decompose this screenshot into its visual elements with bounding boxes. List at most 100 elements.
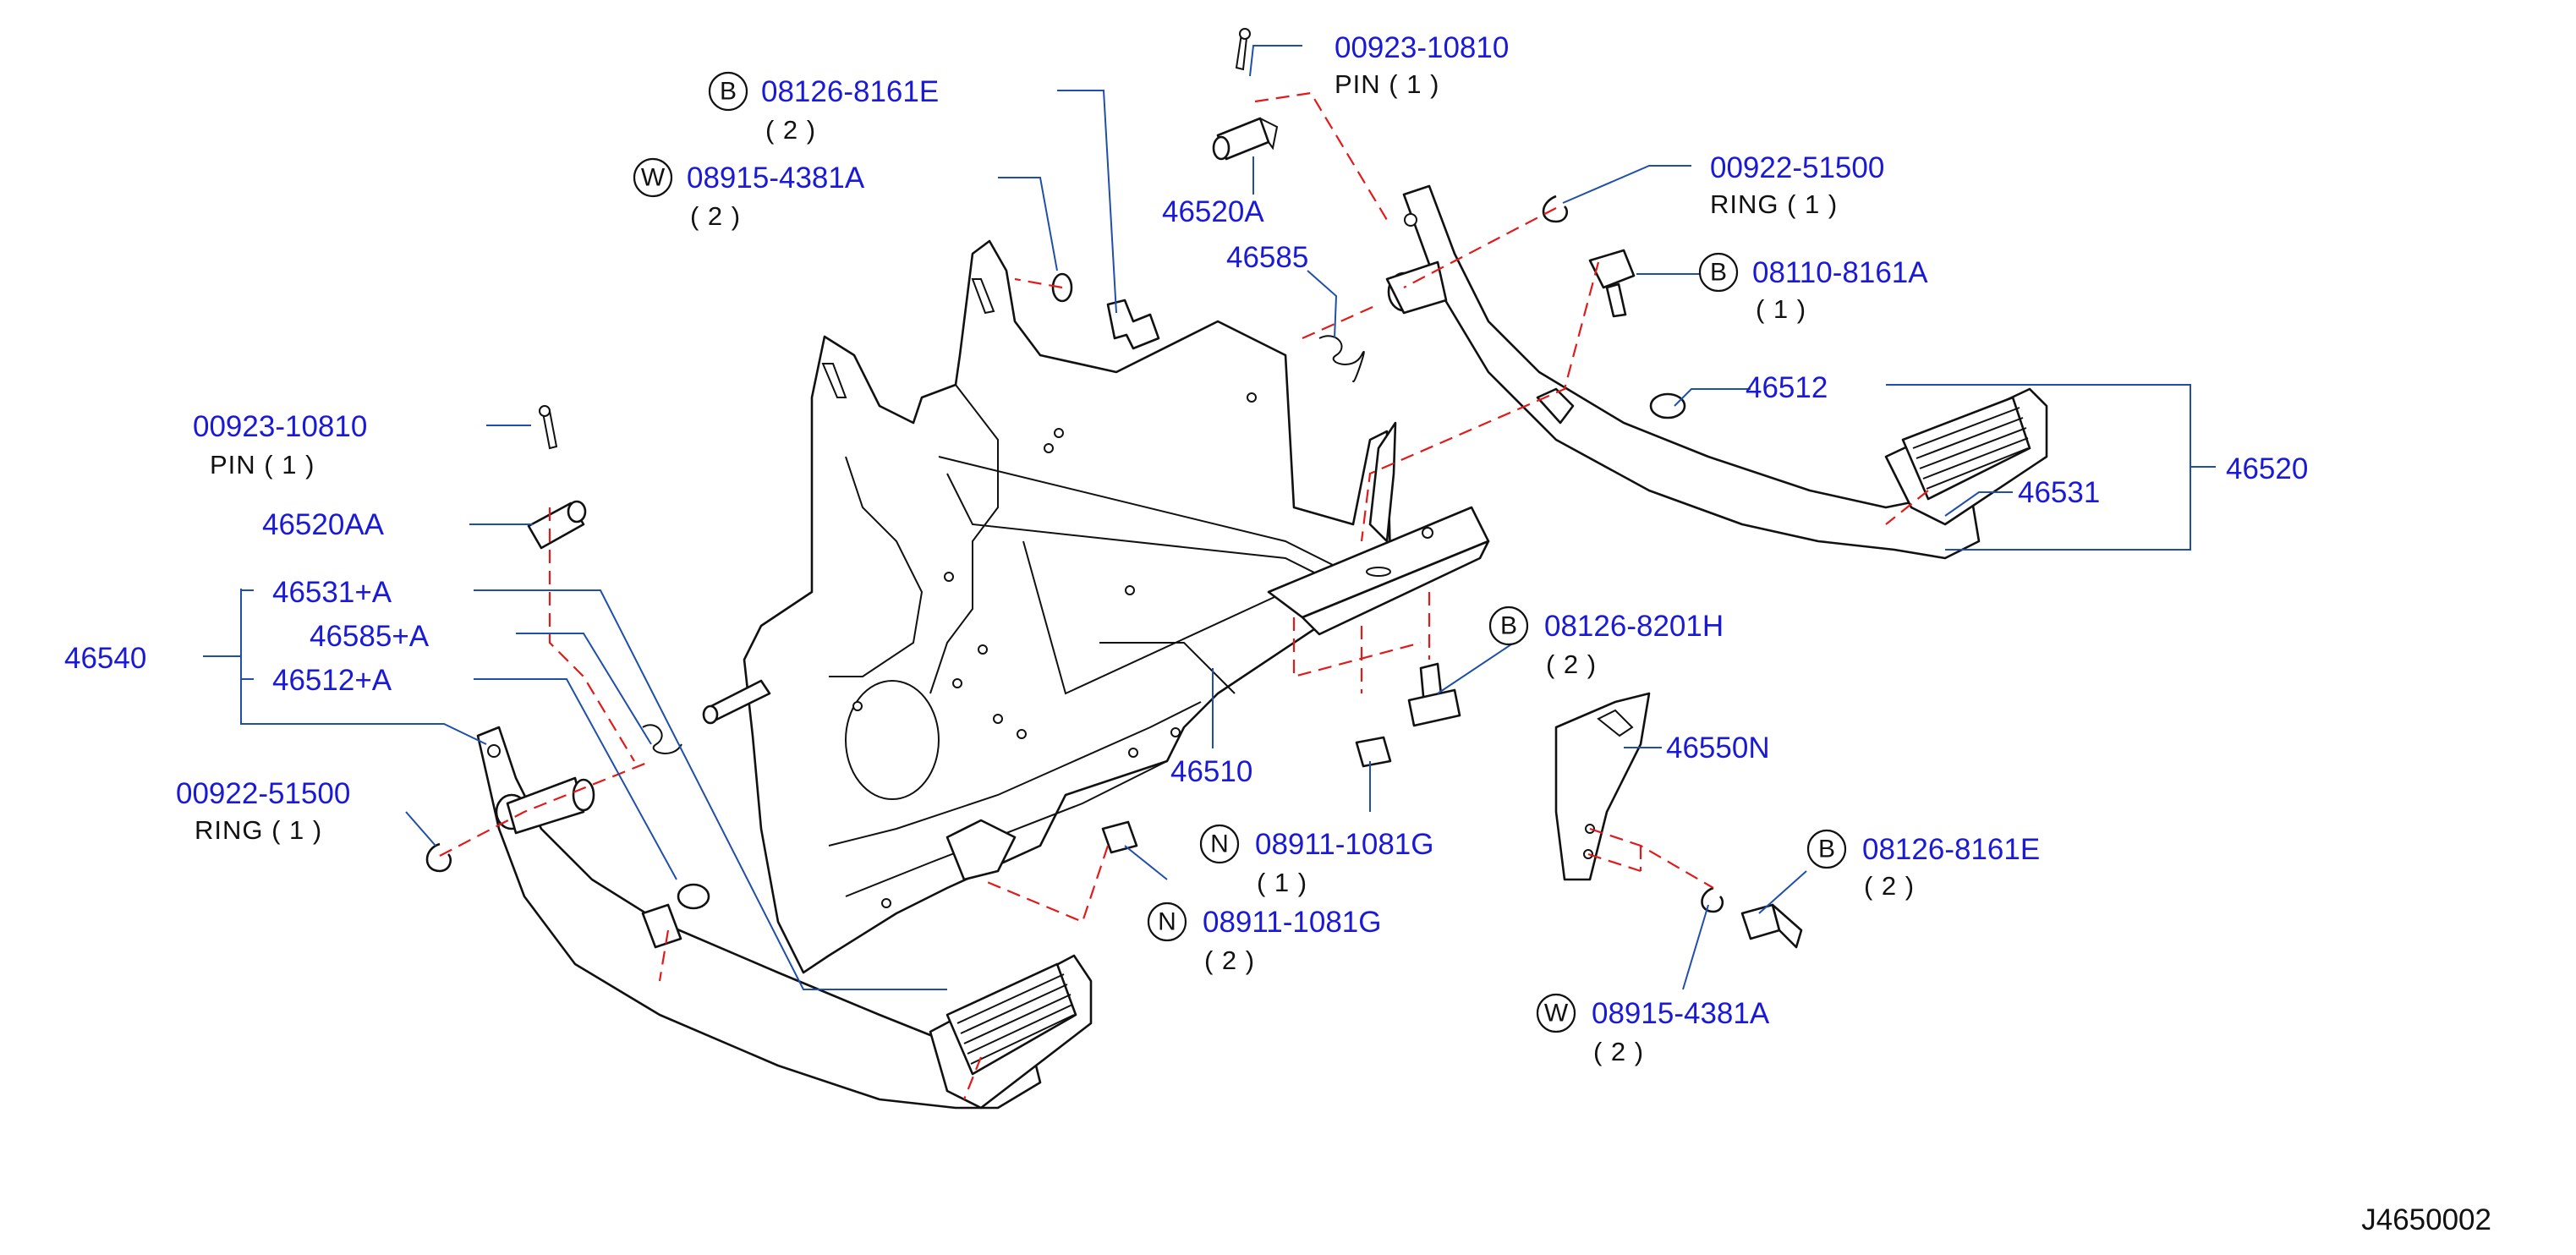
quantity: ( 2 ) [765, 115, 816, 145]
part-number: 46585+A [310, 620, 430, 653]
badge-n [1199, 824, 1240, 864]
pedal-pad-tread-left [956, 973, 1075, 1065]
badge-letter: B [720, 78, 737, 106]
quantity: RING ( 1 ) [1710, 189, 1838, 219]
quantity: ( 2 ) [1546, 649, 1597, 679]
callout-c8: 46512 [1746, 371, 1828, 404]
quantity: ( 2 ) [1864, 871, 1915, 901]
badge-letter: N [1158, 908, 1176, 936]
support-plate [1267, 506, 1490, 636]
part-number: 00923-10810 [193, 410, 367, 443]
cotter-pin-left [539, 405, 558, 450]
callout-c7: B 08110-8161A ( 1 ) [1698, 252, 1928, 324]
bolt-08126-8201H [1407, 662, 1461, 727]
badge-letter: B [1500, 612, 1517, 640]
quantity: ( 1 ) [1257, 868, 1307, 897]
part-number: 46520AA [262, 508, 385, 541]
callout-c18: 46510 [1170, 755, 1252, 788]
callout-c11: 00923-10810 PIN ( 1 ) [193, 410, 367, 480]
part-number: 08126-8201H [1544, 610, 1724, 643]
part-number: 46510 [1170, 755, 1252, 788]
part-number: 46512 [1746, 371, 1828, 404]
badge-b [708, 71, 748, 112]
callout-c6: 00922-51500 RING ( 1 ) [1710, 151, 1884, 219]
quantity: RING ( 1 ) [195, 815, 322, 845]
part-number: 08126-8161E [761, 75, 939, 108]
return-spring-left [642, 724, 682, 754]
nut-08911-b [1101, 820, 1138, 854]
callout-c20: 00922-51500 RING ( 1 ) [176, 777, 350, 845]
callout-c23: B 08126-8161E ( 2 ) [1806, 829, 2040, 901]
part-number: 08915-4381A [1592, 997, 1770, 1030]
badge-b [1806, 829, 1847, 869]
cotter-pin-top [1235, 28, 1251, 71]
callout-c10: 46531 [2018, 476, 2100, 509]
clip-ring-2040 [1701, 886, 1724, 913]
callout-c4: 46520A [1162, 195, 1264, 228]
part-number: 08126-8161E [1862, 833, 2040, 866]
part-number: 08915-4381A [687, 162, 865, 195]
bolt-08110 [1588, 249, 1636, 318]
clevis-pin-46520AA [527, 500, 587, 550]
quantity: ( 2 ) [690, 201, 741, 231]
callout-c14: 46585+A [310, 620, 430, 653]
parts-illustration [425, 28, 2048, 1110]
quantity: ( 1 ) [1756, 294, 1806, 324]
badge-b [1698, 252, 1739, 293]
badge-letter: N [1210, 830, 1229, 858]
callout-c17: B 08126-8201H ( 2 ) [1488, 606, 1724, 679]
nut-08911-a [1355, 736, 1392, 768]
callout-c24: W 08915-4381A ( 2 ) [1536, 993, 1770, 1066]
callout-c22: N 08911-1081G ( 2 ) [1147, 902, 1381, 975]
part-number: 46540 [64, 642, 146, 675]
badge-letter: W [1544, 1000, 1569, 1028]
return-spring-right [1318, 335, 1365, 383]
part-number: 00923-10810 [1335, 31, 1509, 64]
callout-c5: 46585 [1226, 241, 1308, 274]
part-number: 46531+A [272, 576, 392, 609]
part-number: 08911-1081G [1255, 828, 1433, 861]
clip-ring-left [425, 842, 452, 873]
part-number: 46550N [1666, 732, 1770, 765]
badge-w [633, 157, 673, 198]
callout-c16: 46540 [64, 642, 146, 675]
leader-lines [203, 45, 2216, 990]
clevis-pin-46520A [1212, 117, 1279, 161]
badge-w [1536, 993, 1576, 1033]
bolt-top [1106, 299, 1160, 350]
badge-b [1488, 606, 1529, 646]
bolt-lower-right [1740, 903, 1803, 949]
part-number: 00922-51500 [176, 777, 350, 810]
callout-c19: 46550N [1666, 732, 1770, 765]
callout-c12: 46520AA [262, 508, 385, 541]
badge-letter: B [1710, 259, 1727, 287]
badge-letter: B [1818, 836, 1835, 863]
callout-c15: 46512+A [272, 664, 392, 697]
pedal-arm-46520 [1385, 184, 2048, 560]
part-number: 46520 [2226, 452, 2308, 485]
callout-c2: W 08915-4381A ( 2 ) [633, 157, 865, 231]
pedal-arm-46540 [476, 726, 1093, 1110]
pivot-shaft-left [702, 679, 771, 725]
callout-c1: B 08126-8161E ( 2 ) [708, 71, 939, 145]
pedal-pad-tread-right [1912, 407, 2029, 490]
badge-n [1147, 902, 1187, 942]
part-number: 08911-1081G [1203, 906, 1381, 939]
quantity: ( 2 ) [1204, 945, 1255, 975]
diagram-reference: J4650002 [2361, 1203, 2491, 1236]
quantity: ( 2 ) [1593, 1037, 1644, 1066]
part-number: 46512+A [272, 664, 392, 697]
stopper-bracket-46550N [1554, 692, 1651, 881]
callout-c13: 46531+A [272, 576, 392, 609]
part-number: 46585 [1226, 241, 1308, 274]
callout-c9: 46520 [2226, 452, 2308, 485]
part-number: 08110-8161A [1752, 256, 1928, 289]
quantity: PIN ( 1 ) [1335, 69, 1439, 99]
part-number: 46520A [1162, 195, 1264, 228]
quantity: PIN ( 1 ) [210, 450, 315, 480]
callout-c21: N 08911-1081G ( 1 ) [1199, 824, 1433, 897]
part-number: 00922-51500 [1710, 151, 1884, 184]
badge-letter: W [641, 164, 666, 192]
callout-c3: 00923-10810 PIN ( 1 ) [1335, 31, 1509, 99]
